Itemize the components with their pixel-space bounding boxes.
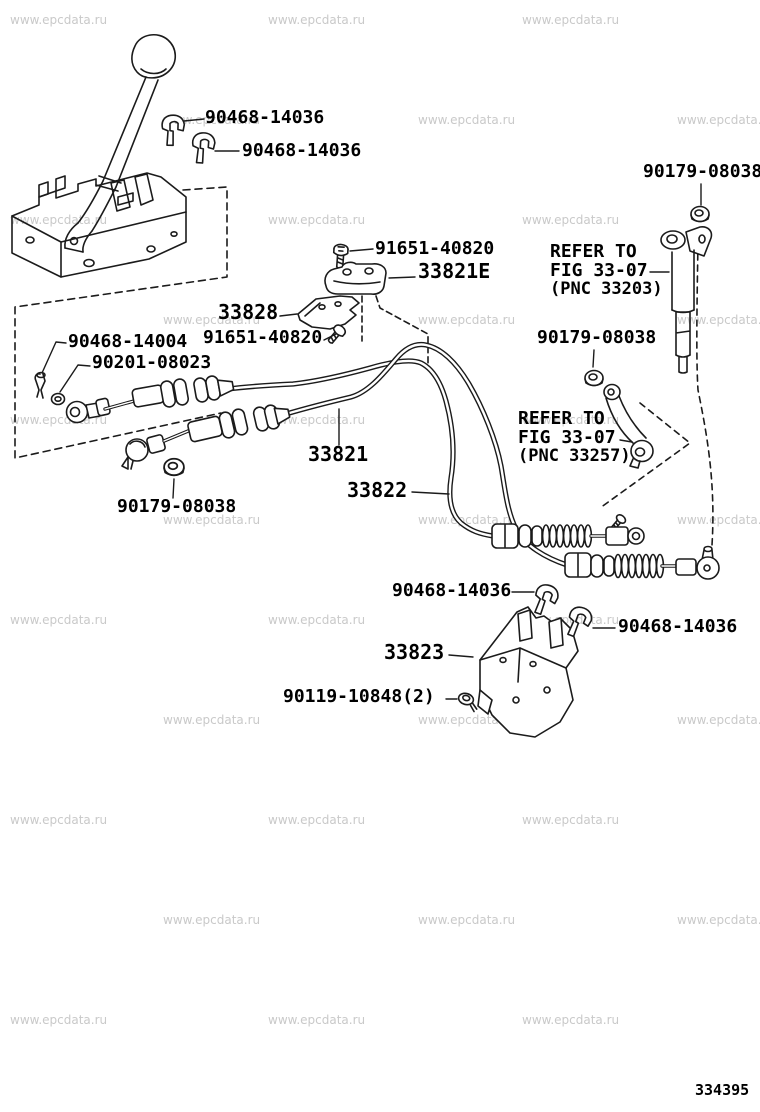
reference-note-line: (PNC 33257)	[518, 446, 631, 466]
part-label-clip-bracket-2: 90468-14036	[618, 616, 738, 637]
retainer-clip-top-2	[191, 131, 218, 165]
reference-note-line: FIG 33-07	[518, 427, 616, 448]
bolt-91651-40820-upper	[332, 243, 349, 270]
watermark: www.epcdata.ru	[10, 13, 108, 27]
part-label-cable-33822: 33822	[347, 478, 408, 502]
cable-33821-left-end	[121, 404, 291, 470]
part-label-bolt-upper: 91651-40820	[375, 238, 495, 259]
part-label-cable-33821: 33821	[308, 442, 369, 466]
leader-lines	[41, 118, 702, 700]
nut-90179-08038-mid	[584, 369, 604, 387]
watermark: www.epcdata.ru	[10, 813, 108, 827]
part-label-bolt-bracket: 90119-10848(2)	[283, 686, 435, 707]
watermark: www.epcdata.ru	[418, 113, 516, 127]
shift-lever-33257	[603, 383, 654, 469]
watermark: www.epcdata.ru	[268, 413, 366, 427]
cable-clamp-33821E	[324, 261, 387, 295]
control-rod-33203	[660, 226, 713, 374]
bracket-33823	[477, 606, 579, 738]
watermark: www.epcdata.ru	[163, 513, 261, 527]
lever-dashed-zigzag	[599, 402, 691, 509]
shift-lever-assembly-drawing	[11, 33, 187, 278]
reference-note-33203: REFER TO FIG 33-07 (PNC 33203)	[550, 242, 663, 299]
part-label-bracket-33823: 33823	[384, 640, 445, 664]
watermark: www.epcdata.ru	[163, 713, 261, 727]
cable-33822-right-end	[491, 514, 645, 549]
shifter-dashed-box	[14, 186, 228, 459]
watermark: www.epcdata.ru	[268, 1013, 366, 1027]
bracket-33828	[297, 295, 360, 330]
cable-33821-right-end	[564, 545, 720, 580]
part-label-clip-top-1: 90468-14036	[205, 107, 325, 128]
reference-note-line: FIG 33-07	[550, 260, 648, 281]
part-label-pin: 90468-14004	[68, 331, 188, 352]
pin-90468-14004	[34, 371, 46, 399]
watermark: www.epcdata.ru	[677, 113, 760, 127]
watermark: www.epcdata.ru	[522, 813, 620, 827]
diagram-number: 334395	[695, 1081, 750, 1099]
reference-note-line: (PNC 33203)	[550, 279, 663, 299]
rod-to-ball-dashed-line	[696, 242, 714, 546]
watermark: www.epcdata.ru	[522, 413, 620, 427]
watermark: www.epcdata.ru	[677, 313, 760, 327]
part-label-nut-mid: 90179-08038	[537, 327, 657, 348]
part-label-clip-bracket-1: 90468-14036	[392, 580, 512, 601]
watermark: www.epcdata.ru	[268, 13, 366, 27]
watermark: www.epcdata.ru	[522, 13, 620, 27]
clamp-dashed-lines	[361, 295, 429, 364]
retainer-clip-bracket-1	[531, 582, 561, 618]
watermark: www.epcdata.ru	[163, 913, 261, 927]
reference-note-line: REFER TO	[518, 408, 605, 429]
part-label-nut-top-right: 90179-08038	[643, 161, 760, 182]
part-label-bracket-33828: 33828	[218, 300, 279, 324]
nut-90179-08038-top	[690, 205, 710, 223]
watermark: www.epcdata.ru	[418, 713, 516, 727]
watermark: www.epcdata.ru	[268, 613, 366, 627]
reference-note-33257: REFER TO FIG 33-07 (PNC 33257)	[518, 409, 631, 466]
watermark: www.epcdata.ru	[163, 113, 261, 127]
cable-33822-left-end	[65, 375, 235, 424]
watermark: www.epcdata.ru	[677, 513, 760, 527]
part-label-clip-top-2: 90468-14036	[242, 140, 362, 161]
watermark: www.epcdata.ru	[677, 713, 760, 727]
watermark: www.epcdata.ru	[10, 1013, 108, 1027]
part-label-nut-left: 90179-08038	[117, 496, 237, 517]
bolt-90119-10848	[457, 692, 478, 713]
watermark: www.epcdata.ru	[677, 913, 760, 927]
retainer-clip-top-1	[160, 112, 188, 148]
watermark: www.epcdata.ru	[268, 213, 366, 227]
nut-90179-08038-left	[163, 457, 185, 477]
watermark: www.epcdata.ru	[10, 613, 108, 627]
retainer-clip-bracket-2	[564, 604, 595, 641]
bolt-91651-40820-lower	[327, 324, 347, 344]
washer-90201-08023	[50, 392, 66, 406]
watermark: www.epcdata.ru	[418, 513, 516, 527]
part-label-washer: 90201-08023	[92, 352, 212, 373]
watermark: www.epcdata.ru	[163, 313, 261, 327]
watermark: www.epcdata.ru	[268, 813, 366, 827]
watermark: www.epcdata.ru	[418, 313, 516, 327]
reference-note-line: REFER TO	[550, 241, 637, 262]
watermark: www.epcdata.ru	[522, 213, 620, 227]
watermark: www.epcdata.ru	[522, 1013, 620, 1027]
cable-33822-wire	[225, 358, 496, 539]
watermark: www.epcdata.ru	[418, 913, 516, 927]
part-label-clamp-33821E: 33821E	[418, 259, 491, 283]
part-label-bolt-lower: 91651-40820	[203, 327, 323, 348]
